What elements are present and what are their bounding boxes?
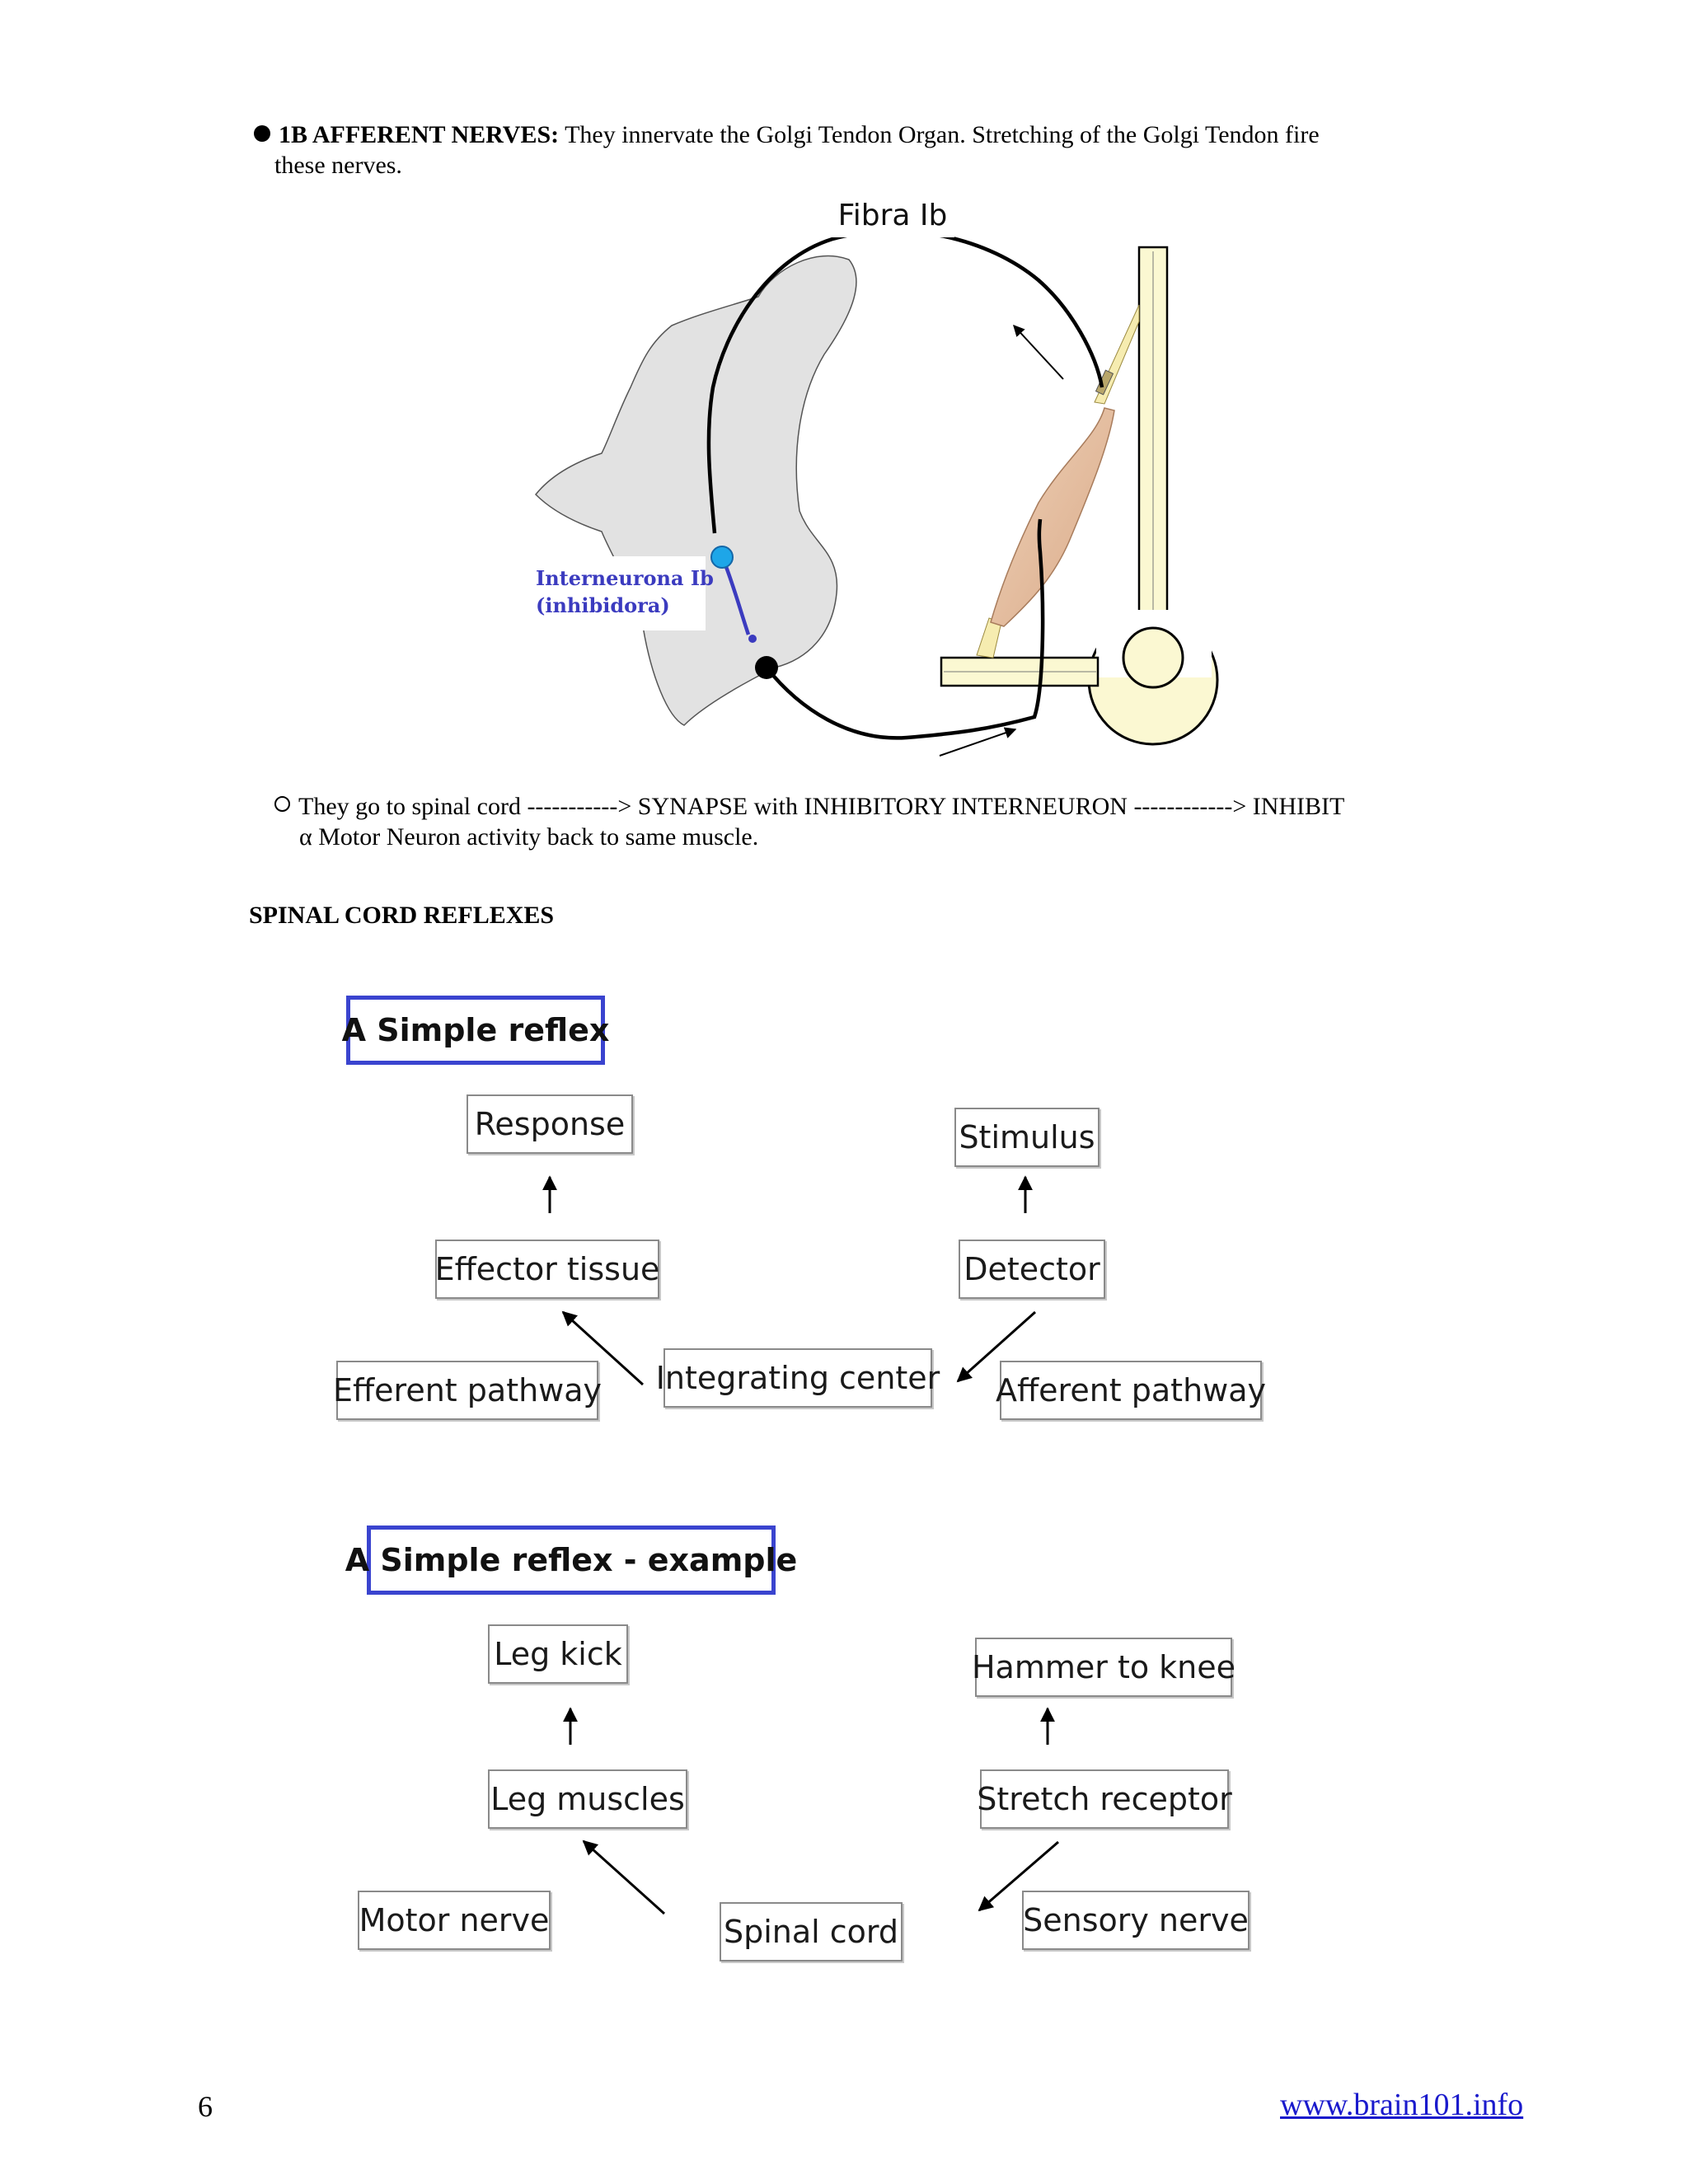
fibra-title-bg (831, 193, 954, 237)
interneuron-axon (721, 560, 751, 635)
muscle-belly (990, 407, 1115, 627)
diagram1-response-box: Response (467, 1094, 633, 1154)
fibra-ib-title: Fibra Ib (838, 199, 948, 232)
section1-text-line2: these nerves. (274, 152, 402, 179)
diagram1-effector-box: Effector tissue (435, 1240, 659, 1299)
diagram2-stimulus-box: Hammer to knee (972, 1638, 1236, 1697)
arrow-lower-right (939, 727, 1017, 757)
diagram1-arrow-integrating-effector (561, 1310, 645, 1386)
ib-afferent-fiber (706, 229, 1104, 534)
interneuron-terminal (748, 635, 757, 643)
interneuron-label-bg (531, 556, 706, 630)
sub-point-line2: α Motor Neuron activity back to same mus… (299, 823, 759, 851)
motor-neuron-soma (755, 656, 778, 679)
bullet-icon (254, 125, 270, 142)
diagram2-afferent-box: Sensory nerve (1022, 1891, 1250, 1950)
diagram1-integrating-box: Integrating center (656, 1348, 940, 1408)
interneuron-label-line2: (inhibidora) (536, 593, 670, 617)
diagram2-integrating-box: Spinal cord (720, 1902, 903, 1961)
interneuron-cell (710, 546, 734, 569)
diagram2-title: A Simple reflex - example (345, 1526, 797, 1595)
website-link[interactable]: www.brain101.info (1280, 2088, 1524, 2122)
section1-text-line1: They innervate the Golgi Tendon Organ. S… (559, 121, 1320, 148)
diagram1-efferent-box: Efferent pathway (333, 1361, 602, 1420)
diagram1-title: A Simple reflex (342, 996, 609, 1065)
sub-point-text-line1: They go to spinal cord -----------> SYNA… (298, 793, 1345, 820)
diagram1-afferent-box: Afferent pathway (996, 1361, 1266, 1420)
spinal-gray-matter (534, 255, 857, 726)
diagram2-response-box: Leg kick (488, 1624, 628, 1684)
diagram2-efferent-box: Motor nerve (358, 1891, 551, 1950)
motor-efferent-fiber (765, 518, 1045, 740)
diagram2-arrow-integrating-effector (582, 1840, 666, 1915)
section1-paragraph: 1B AFFERENT NERVES: They innervate the G… (254, 120, 1457, 150)
diagram2-arrow-detector-integrating (978, 1840, 1059, 1912)
golgi-tendon-diagram: Fibra Ib Interneurona Ib (inhibidora) (531, 193, 1219, 757)
diagram1-arrows (542, 1175, 1036, 1386)
page-number: 6 (198, 2090, 213, 2123)
circle-bullet-icon (274, 796, 290, 812)
diagram1-stimulus-box: Stimulus (954, 1108, 1100, 1167)
sub-point-line1: They go to spinal cord -----------> SYNA… (274, 791, 1461, 822)
diagram2-effector-box: Leg muscles (488, 1769, 687, 1829)
diagram2-arrows (563, 1707, 1059, 1915)
joint-inner (1122, 626, 1184, 689)
diagram1-arrow-detector-integrating (956, 1310, 1036, 1383)
diagram2-detector-box: Stretch receptor (977, 1769, 1232, 1829)
arrow-up-left (1013, 324, 1064, 380)
diagram1-detector-box: Detector (959, 1240, 1105, 1299)
section2-heading: SPINAL CORD REFLEXES (249, 902, 555, 929)
interneuron-label-line1: Interneurona Ib (536, 566, 714, 590)
section1-heading: 1B AFFERENT NERVES: (279, 121, 560, 148)
